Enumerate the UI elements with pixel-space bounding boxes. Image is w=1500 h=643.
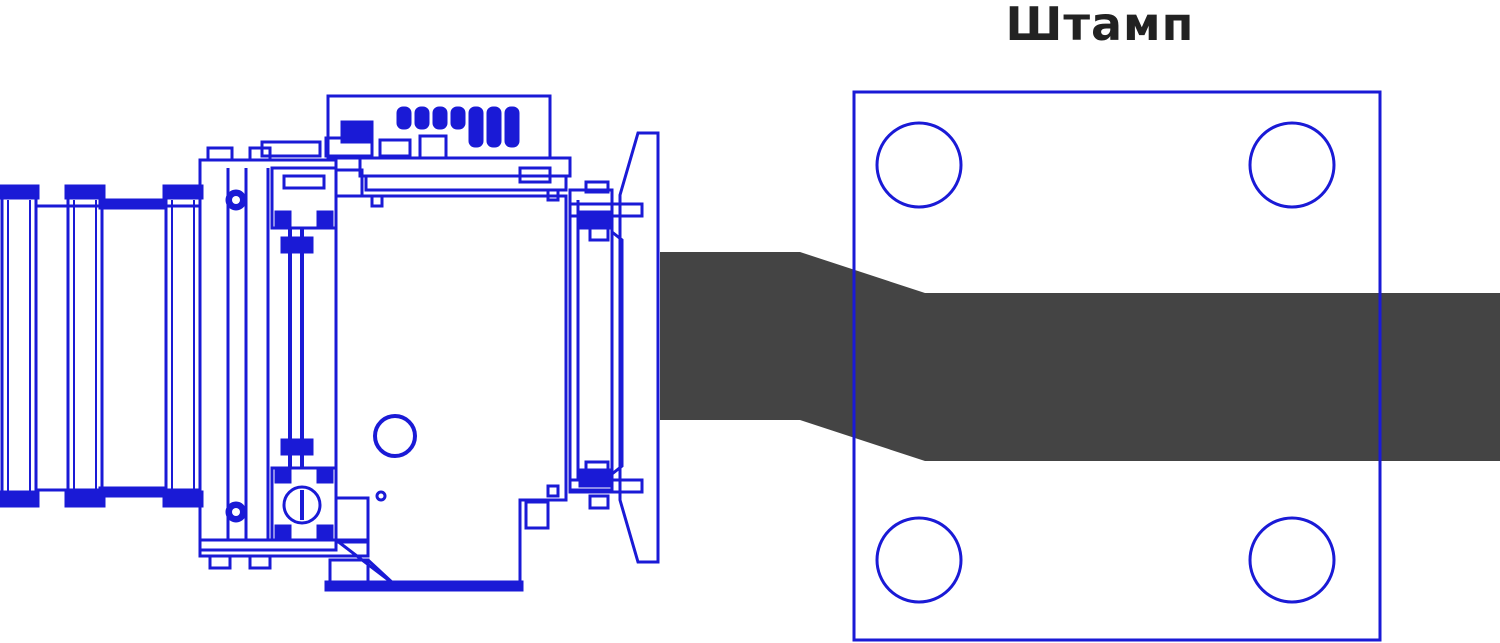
stamp-plate-outline <box>852 90 1382 642</box>
bolt-hole-bottom-right <box>1248 516 1336 604</box>
die-head-flange <box>568 131 660 564</box>
extruded-strip <box>660 252 1500 461</box>
drive-rollers <box>0 184 204 508</box>
bolt-hole-top-left <box>875 121 963 209</box>
stamp-plate <box>852 90 1382 642</box>
bolt-hole-bottom-left <box>875 516 963 604</box>
left-frame <box>198 146 370 570</box>
extruder-machine <box>0 94 660 592</box>
control-box <box>260 94 572 192</box>
main-body <box>324 188 568 592</box>
shaft-column <box>270 166 370 544</box>
stamp-label: Штамп <box>1006 0 1195 51</box>
inspection-port <box>373 414 417 458</box>
bolt-hole-top-right <box>1248 121 1336 209</box>
